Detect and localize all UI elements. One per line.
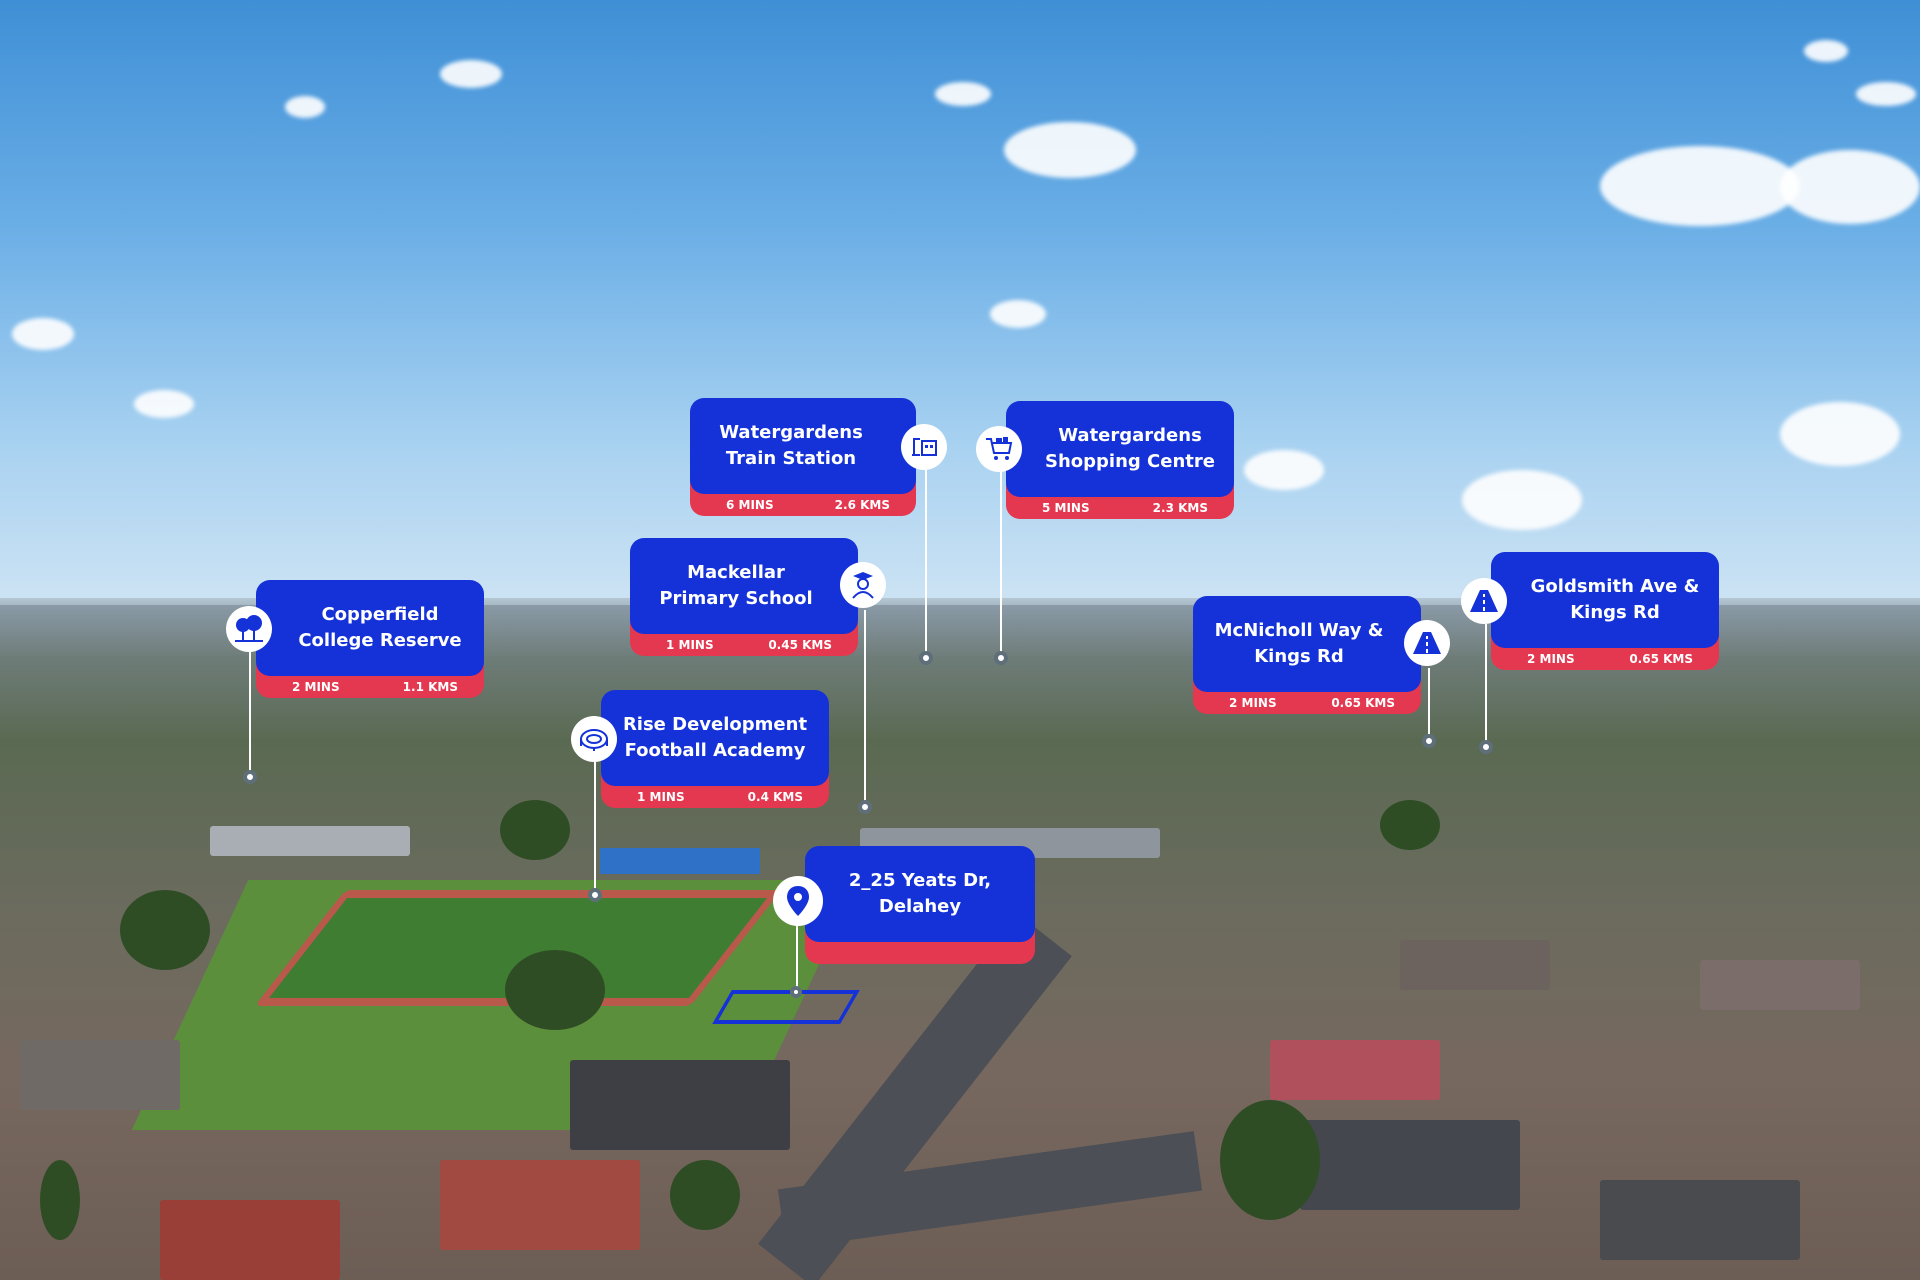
- poi-time: 2 MINS: [1527, 652, 1575, 666]
- cloud: [1462, 470, 1582, 530]
- graduate-icon: [840, 562, 886, 608]
- trees-icon: [226, 606, 272, 652]
- pin-marker: [588, 888, 602, 902]
- stadium-icon: [571, 716, 617, 762]
- pin-line: [1428, 668, 1430, 738]
- pin-marker: [1422, 734, 1436, 748]
- poi-title: Goldsmith Ave & Kings Rd: [1491, 552, 1719, 648]
- house-roof: [1270, 1040, 1440, 1100]
- tree: [505, 950, 605, 1030]
- tree: [40, 1160, 80, 1240]
- tree: [120, 890, 210, 970]
- poi-distance: 0.45 KMS: [768, 638, 832, 652]
- house-roof: [20, 1040, 180, 1110]
- house-roof: [1700, 960, 1860, 1010]
- cloud: [935, 82, 991, 106]
- pin-line: [249, 652, 251, 774]
- poi-time: 5 MINS: [1042, 501, 1090, 515]
- shopping-cart-icon: [976, 426, 1022, 472]
- location-pin-icon: [773, 876, 823, 926]
- cloud: [1780, 402, 1900, 466]
- pin-line: [1485, 624, 1487, 744]
- house-roof: [1600, 1180, 1800, 1260]
- poi-time: 6 MINS: [726, 498, 774, 512]
- pin-line: [1000, 472, 1002, 655]
- school-building: [210, 826, 410, 856]
- cloud: [285, 96, 325, 118]
- pin-line: [796, 920, 798, 990]
- pin-marker: [243, 770, 257, 784]
- house-roof: [440, 1160, 640, 1250]
- poi-time: 2 MINS: [292, 680, 340, 694]
- poi-distance: 0.65 KMS: [1331, 696, 1395, 710]
- poi-distance: 0.4 KMS: [747, 790, 803, 804]
- pin-line: [864, 610, 866, 806]
- pin-line: [594, 762, 596, 892]
- poi-distance: 1.1 KMS: [402, 680, 458, 694]
- house-roof: [570, 1060, 790, 1150]
- road-icon: [1404, 620, 1450, 666]
- train-station-icon: [901, 424, 947, 470]
- poi-distance: 2.3 KMS: [1152, 501, 1208, 515]
- tree: [500, 800, 570, 860]
- poi-title: Watergardens Shopping Centre: [1006, 401, 1234, 497]
- tree: [1380, 800, 1440, 850]
- poi-title: McNicholl Way & Kings Rd: [1193, 596, 1421, 692]
- pin-marker: [1479, 740, 1493, 754]
- property-boundary: [712, 990, 860, 1024]
- cloud: [1780, 150, 1920, 224]
- poi-title: Copperfield College Reserve: [256, 580, 484, 676]
- road-icon: [1461, 578, 1507, 624]
- pin-marker: [919, 651, 933, 665]
- tree: [670, 1160, 740, 1230]
- tree: [1220, 1100, 1320, 1220]
- cloud: [12, 318, 74, 350]
- pin-marker: [994, 651, 1008, 665]
- cloud: [1244, 450, 1324, 490]
- poi-time: 1 MINS: [637, 790, 685, 804]
- cloud: [134, 390, 194, 418]
- poi-title: Watergardens Train Station: [690, 398, 916, 494]
- poi-title: Rise Development Football Academy: [601, 690, 829, 786]
- cloud: [1856, 82, 1916, 106]
- poi-time: 2 MINS: [1229, 696, 1277, 710]
- house-roof: [160, 1200, 340, 1280]
- property-address: 2_25 Yeats Dr, Delahey: [805, 846, 1035, 942]
- poi-time: 1 MINS: [666, 638, 714, 652]
- poi-title: Mackellar Primary School: [630, 538, 858, 634]
- pin-marker: [858, 800, 872, 814]
- house-roof: [1400, 940, 1550, 990]
- cloud: [990, 300, 1046, 328]
- pin-marker: [790, 986, 802, 998]
- pin-line: [925, 470, 927, 655]
- cloud: [1804, 40, 1848, 62]
- poi-distance: 0.65 KMS: [1629, 652, 1693, 666]
- poi-distance: 2.6 KMS: [834, 498, 890, 512]
- house-roof: [1300, 1120, 1520, 1210]
- cloud: [1004, 122, 1136, 178]
- cloud: [440, 60, 502, 88]
- cloud: [1600, 146, 1800, 226]
- sports-court: [600, 848, 760, 874]
